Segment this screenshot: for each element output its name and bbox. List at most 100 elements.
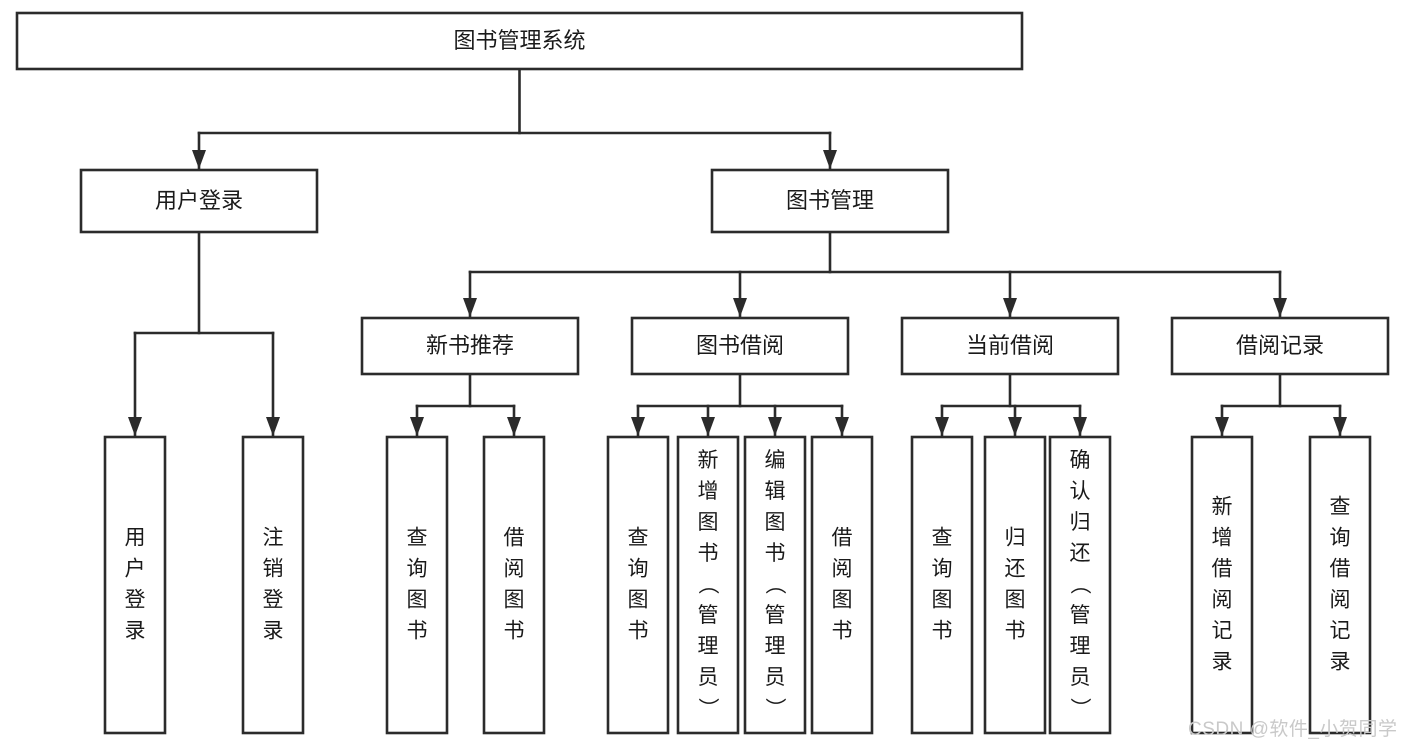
node-label-char: 书 (407, 620, 428, 643)
node-label-char: ） (1068, 698, 1091, 719)
node-label-char: 员 (1070, 666, 1091, 689)
node-box (630, 316, 850, 376)
node-label-char: 登 (263, 589, 284, 612)
arrow-head-icon (507, 417, 521, 436)
node-label-char: （ (763, 574, 786, 595)
node-label-char: 书 (932, 620, 953, 643)
node-label: 图书管理 (786, 188, 874, 213)
node-label-char: 书 (832, 620, 853, 643)
node-label-char: 归 (1005, 527, 1026, 550)
node-label-char: 查 (628, 527, 649, 550)
node-label-char: 借 (1212, 558, 1233, 581)
arrow-head-icon (128, 417, 142, 436)
arrow-head-icon (1273, 298, 1287, 317)
node-box (241, 435, 305, 735)
node-box (710, 168, 950, 234)
node-book-manage[interactable]: 图书管理 (710, 168, 950, 234)
arrow-head-icon (192, 150, 206, 169)
node-label-char: 管 (1070, 604, 1091, 627)
node-box (983, 435, 1047, 735)
node-label-char: 阅 (1212, 589, 1233, 612)
node-root[interactable]: 图书管理系统 (15, 11, 1024, 71)
node-label-char: 阅 (832, 558, 853, 581)
node-label-char: ） (696, 698, 719, 719)
node-label: 新书推荐 (426, 333, 514, 358)
arrow-head-icon (768, 417, 782, 436)
node-label-char: 销 (263, 558, 284, 581)
arrow-head-icon (835, 417, 849, 436)
node-label-char: 员 (765, 666, 786, 689)
node-label-char: 理 (765, 635, 786, 658)
node-label-char: 图 (628, 589, 649, 612)
node-user-login[interactable]: 用户登录 (79, 168, 319, 234)
node-label-char: 管 (765, 604, 786, 627)
node-current-borrow[interactable]: 当前借阅 (900, 316, 1120, 376)
node-new-book-rec[interactable]: 新书推荐 (360, 316, 580, 376)
node-label-char: 图 (407, 589, 428, 612)
node-label: 图书管理系统 (453, 28, 585, 53)
node-label-char: 阅 (504, 558, 525, 581)
node-box (900, 316, 1120, 376)
watermark-text: CSDN @软件_小贺同学 (1188, 719, 1398, 740)
node-box (810, 435, 874, 735)
node-label-char: 记 (1330, 620, 1351, 643)
node-label-char: 还 (1070, 542, 1091, 565)
node-box (1308, 435, 1372, 735)
node-box (743, 435, 807, 735)
node-label-char: 书 (765, 542, 786, 565)
node-label-char: （ (696, 574, 719, 595)
node-label-char: 理 (698, 635, 719, 658)
node-label: 当前借阅 (966, 333, 1054, 358)
node-box (79, 168, 319, 234)
arrow-head-icon (1333, 417, 1347, 436)
node-box (1048, 435, 1112, 735)
node-box (606, 435, 670, 735)
node-label-char: 登 (125, 589, 146, 612)
node-label-char: 员 (698, 666, 719, 689)
arrow-head-icon (823, 150, 837, 169)
node-label-char: 录 (263, 620, 284, 643)
node-label-char: 查 (932, 527, 953, 550)
arrow-head-icon (631, 417, 645, 436)
node-label-char: 书 (1005, 620, 1026, 643)
arrow-head-icon (733, 298, 747, 317)
arrow-head-icon (1073, 417, 1087, 436)
arrow-head-icon (701, 417, 715, 436)
node-borrow-record[interactable]: 借阅记录 (1170, 316, 1390, 376)
node-label-char: 查 (407, 527, 428, 550)
node-book-borrow[interactable]: 图书借阅 (630, 316, 850, 376)
node-label-char: 用 (125, 527, 146, 550)
node-label-char: 书 (628, 620, 649, 643)
node-label: 图书借阅 (696, 333, 784, 358)
node-label-char: 询 (932, 558, 953, 581)
node-label-char: 询 (407, 558, 428, 581)
node-label-char: 新 (698, 449, 719, 472)
arrow-head-icon (1003, 298, 1017, 317)
node-label-char: 新 (1212, 496, 1233, 519)
node-label-char: 户 (125, 558, 146, 581)
node-box (385, 435, 449, 735)
node-label-char: 理 (1070, 635, 1091, 658)
node-label-char: 书 (698, 542, 719, 565)
node-label-char: 图 (698, 511, 719, 534)
node-label-char: 借 (832, 527, 853, 550)
node-leaf-user-login[interactable]: 用户登录 (103, 435, 167, 735)
node-box (910, 435, 974, 735)
arrow-head-icon (935, 417, 949, 436)
arrow-head-icon (463, 298, 477, 317)
node-label-char: 借 (1330, 558, 1351, 581)
node-label-char: 录 (1330, 651, 1351, 674)
